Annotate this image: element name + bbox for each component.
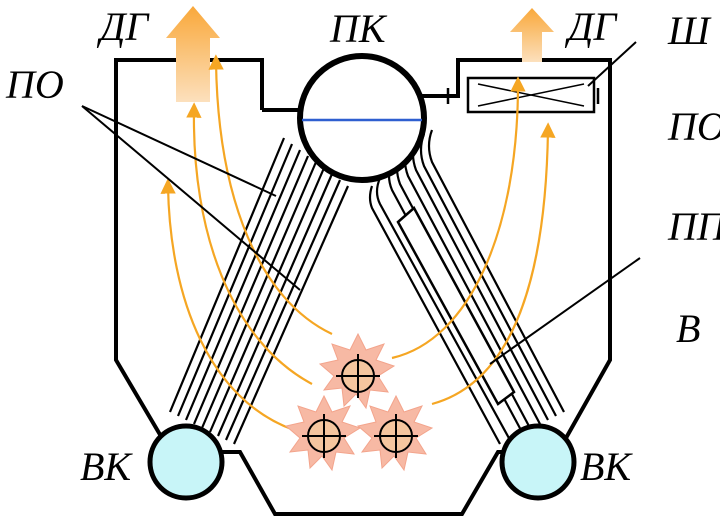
- leader-po-1: [81, 105, 277, 197]
- leader-po-2: [81, 105, 301, 291]
- flow-arrow-right-2: [431, 122, 556, 406]
- label-po-right: ПО: [667, 104, 720, 149]
- label-dg-right: ДГ: [564, 4, 618, 49]
- lower-collector-left: [147, 423, 225, 501]
- burner-bottom-left: [284, 394, 362, 472]
- label-po-left: ПО: [5, 62, 64, 107]
- burner-bottom-right: [356, 394, 434, 472]
- leader-pp: [489, 257, 641, 365]
- leader-lines: [81, 41, 641, 365]
- furnace-wall-left: [114, 58, 264, 440]
- furnace-bottom-hopper: [216, 450, 516, 516]
- label-pp: ПП: [667, 204, 720, 249]
- furnace-wall-right: [564, 112, 612, 439]
- label-vk-right: ВК: [580, 444, 633, 489]
- steam-drum: [297, 53, 427, 183]
- label-v-right: В: [676, 306, 700, 351]
- label-vk-left: ВК: [80, 444, 133, 489]
- superheater-element: [446, 76, 600, 114]
- exhaust-left-arrow: [166, 6, 220, 102]
- label-dg-left: ДГ: [96, 4, 150, 49]
- superheater-panel: [396, 206, 516, 406]
- label-sh: Ш: [667, 8, 712, 53]
- flue-gas-flow: [160, 54, 556, 432]
- label-pk: ПК: [329, 6, 388, 51]
- right-exhaust-box: [420, 58, 612, 112]
- lower-collector-right: [499, 423, 577, 501]
- flow-arrow-right-1: [391, 76, 526, 360]
- left-tube-bundle: [168, 137, 350, 445]
- exhaust-right-arrow: [510, 8, 554, 62]
- flow-arrow-left-2: [186, 102, 313, 385]
- burner-top: [318, 332, 396, 410]
- flow-arrow-left-1: [208, 54, 333, 335]
- flow-arrow-left-3: [160, 178, 295, 432]
- right-tube-bundle: [368, 129, 565, 445]
- leader-sh: [587, 41, 637, 87]
